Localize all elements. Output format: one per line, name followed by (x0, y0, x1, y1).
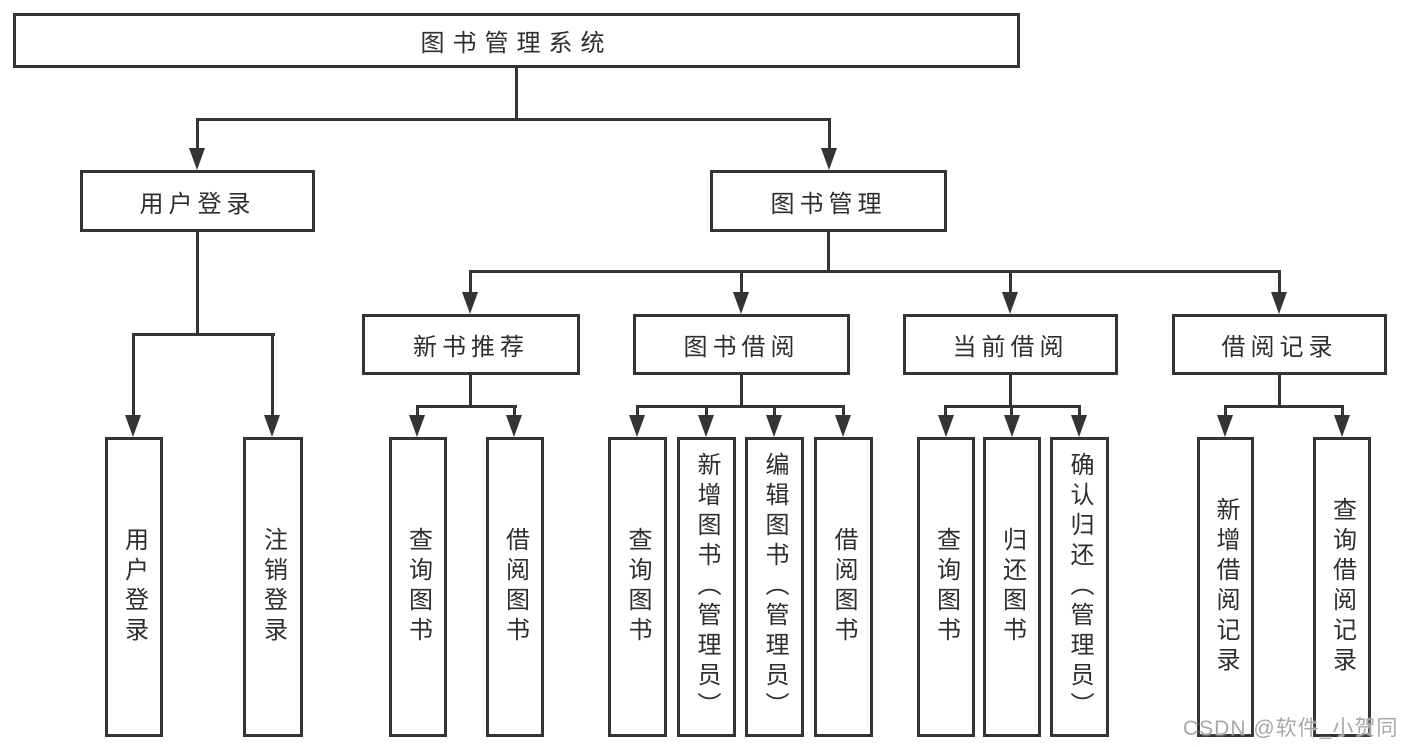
connector-line (469, 270, 1281, 273)
node-new-book-recommend: 新书推荐 (362, 314, 580, 375)
connector-line (515, 68, 518, 121)
arrow-down-icon (835, 415, 851, 437)
connector-line (1009, 375, 1012, 408)
node-leaf-add-book-admin: 新增图书（管理员） (677, 437, 736, 737)
arrow-down-icon (189, 148, 205, 170)
connector-line (636, 405, 639, 417)
arrow-down-icon (264, 415, 280, 437)
node-leaf-confirm-return-admin: 确认归还（管理员） (1050, 437, 1109, 737)
node-current-borrowing: 当前借阅 (903, 314, 1118, 375)
connector-line (1009, 270, 1012, 294)
node-leaf-query-book-current: 查询图书 (917, 437, 975, 737)
node-user-login: 用户登录 (80, 170, 315, 232)
connector-line (828, 118, 831, 150)
connector-line (842, 405, 845, 417)
watermark: CSDN @软件_小贺同学 (1183, 717, 1399, 740)
node-book-management: 图书管理 (710, 170, 947, 232)
connector-line (469, 270, 472, 294)
connector-line (132, 333, 135, 417)
node-leaf-edit-book-admin: 编辑图书（管理员） (745, 437, 804, 737)
connector-line (196, 232, 199, 336)
connector-line (1224, 405, 1227, 417)
connector-line (705, 405, 708, 417)
connector-line (1278, 270, 1281, 294)
node-leaf-query-book-borrowing: 查询图书 (608, 437, 667, 737)
arrow-down-icon (1004, 415, 1020, 437)
connector-line (1341, 405, 1344, 417)
arrow-down-icon (733, 292, 749, 314)
node-leaf-borrow-book-recommend: 借阅图书 (486, 437, 544, 737)
connector-line (1078, 405, 1081, 417)
node-leaf-logout: 注销登录 (243, 437, 303, 737)
connector-line (416, 405, 517, 408)
node-leaf-return-book: 归还图书 (983, 437, 1041, 737)
connector-line (636, 405, 845, 408)
arrow-down-icon (1271, 292, 1287, 314)
arrow-down-icon (462, 292, 478, 314)
arrow-down-icon (409, 415, 425, 437)
connector-line (196, 118, 831, 121)
arrow-down-icon (1217, 415, 1233, 437)
node-leaf-query-borrow-record: 查询借阅记录 (1313, 437, 1371, 737)
connector-line (944, 405, 947, 417)
arrow-down-icon (125, 415, 141, 437)
connector-line (132, 333, 275, 336)
connector-line (827, 232, 830, 273)
arrow-down-icon (1002, 292, 1018, 314)
arrow-down-icon (698, 415, 714, 437)
connector-line (196, 118, 199, 150)
arrow-down-icon (1071, 415, 1087, 437)
connector-line (271, 333, 274, 417)
node-leaf-borrow-book: 借阅图书 (814, 437, 873, 737)
connector-line (1278, 375, 1281, 408)
connector-line (416, 405, 419, 417)
node-leaf-add-borrow-record: 新增借阅记录 (1197, 437, 1254, 737)
connector-line (469, 375, 472, 408)
connector-line (1010, 405, 1013, 417)
connector-line (740, 375, 743, 408)
arrow-down-icon (1334, 415, 1350, 437)
arrow-down-icon (766, 415, 782, 437)
arrow-down-icon (506, 415, 522, 437)
node-library-system: 图书管理系统 (13, 13, 1020, 68)
connector-line (740, 270, 743, 294)
connector-line (773, 405, 776, 417)
node-borrow-records: 借阅记录 (1172, 314, 1387, 375)
arrow-down-icon (938, 415, 954, 437)
connector-line (1224, 405, 1344, 408)
connector-line (513, 405, 516, 417)
arrow-down-icon (821, 148, 837, 170)
node-leaf-query-book-recommend: 查询图书 (389, 437, 447, 737)
arrow-down-icon (629, 415, 645, 437)
node-book-borrowing: 图书借阅 (633, 314, 850, 375)
node-leaf-user-login: 用户登录 (105, 437, 163, 737)
